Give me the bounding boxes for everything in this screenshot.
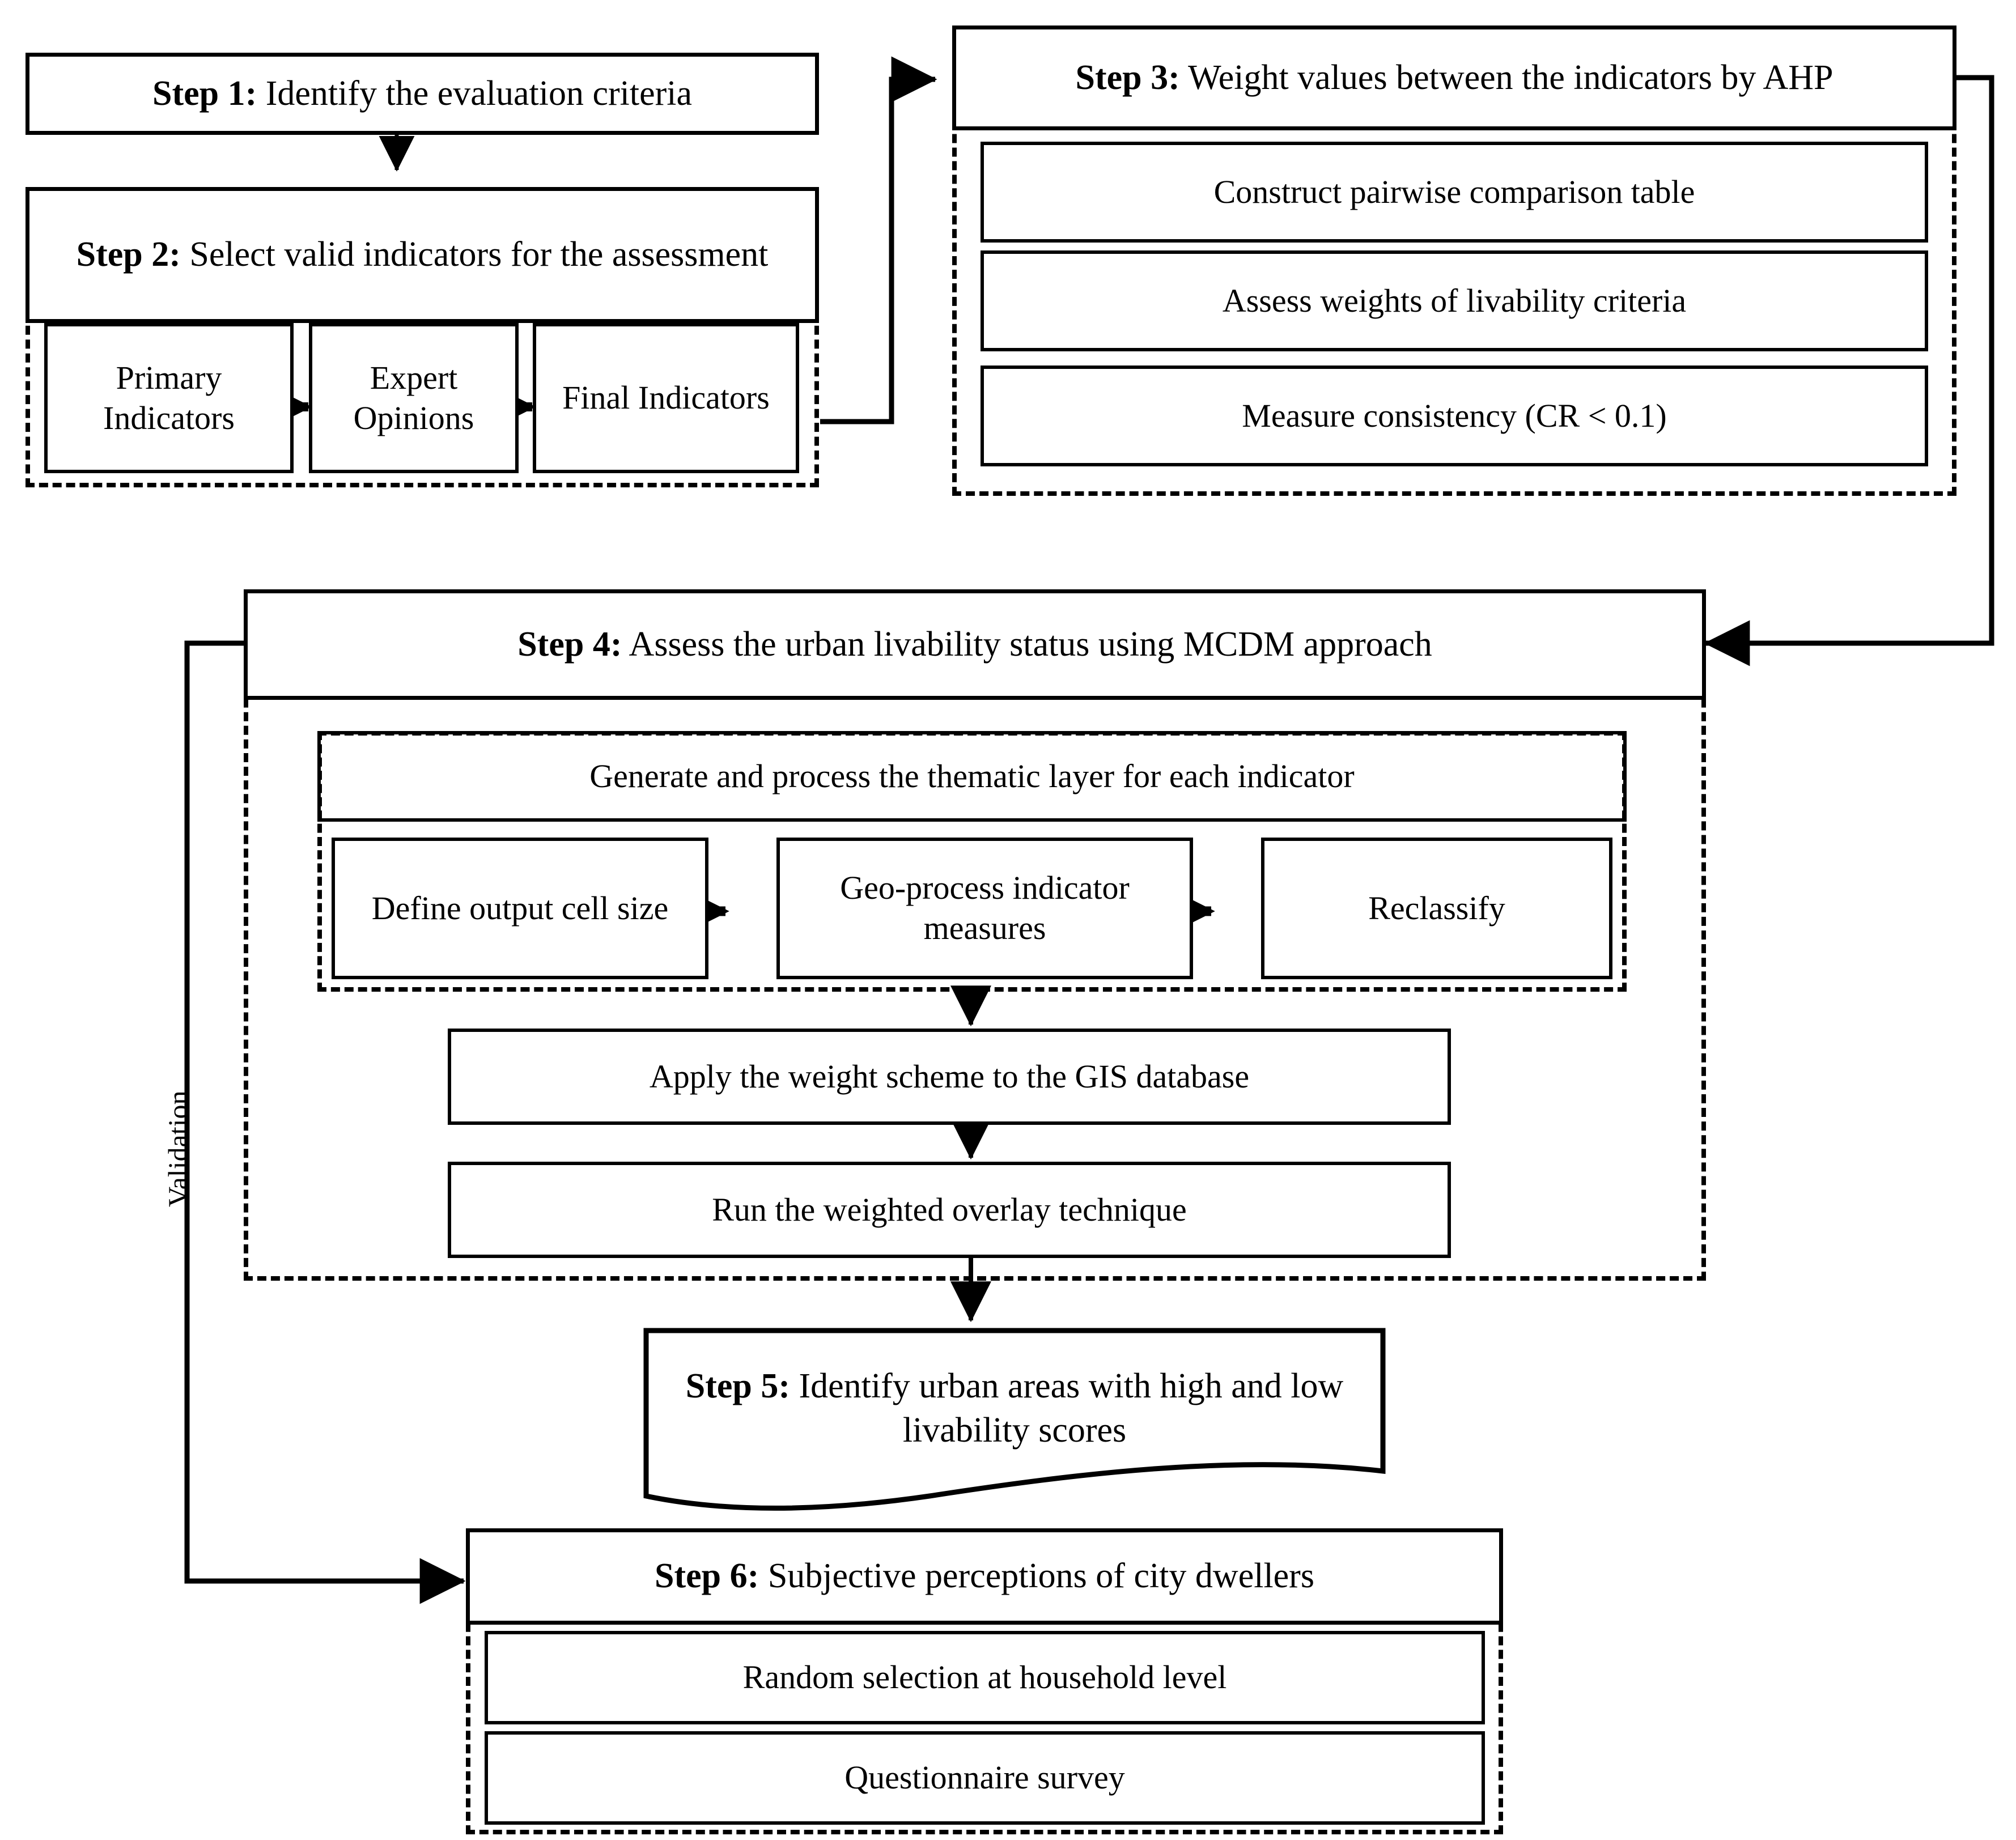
step5-box[interactable]: Step 5: Identify urban areas with high a… xyxy=(646,1331,1383,1501)
step6-child-questionnaire-survey[interactable]: Questionnaire survey xyxy=(485,1731,1485,1825)
step1-label: Step 1: Identify the evaluation criteria xyxy=(152,74,693,113)
step4-child-generate-thematic-layer-label: Generate and process the thematic layer … xyxy=(589,757,1355,794)
step4-subgroup-dashed xyxy=(317,731,1627,992)
step4-child-run-weighted-overlay[interactable]: Run the weighted overlay technique xyxy=(448,1162,1451,1258)
step4-child-reclassify[interactable]: Reclassify xyxy=(1261,838,1612,979)
step6-box[interactable]: Step 6: Subjective perceptions of city d… xyxy=(466,1528,1503,1625)
step4-child-run-weighted-overlay-label: Run the weighted overlay technique xyxy=(712,1191,1187,1228)
step3-box[interactable]: Step 3: Weight values between the indica… xyxy=(952,26,1956,130)
validation-label: Validation xyxy=(162,1090,194,1207)
step4-child-generate-thematic-layer[interactable]: Generate and process the thematic layer … xyxy=(317,731,1627,822)
step3-label: Step 3: Weight values between the indica… xyxy=(1075,58,1834,97)
step3-child-assess-weights-label: Assess weights of livability criteria xyxy=(1222,282,1687,319)
step4-child-apply-weight-scheme-label: Apply the weight scheme to the GIS datab… xyxy=(649,1057,1250,1095)
step4-child-reclassify-label: Reclassify xyxy=(1368,889,1505,927)
step2-child-expert-opinions-label: Expert Opinions xyxy=(353,359,474,436)
step6-child-random-selection[interactable]: Random selection at household level xyxy=(485,1631,1485,1724)
connector-step2-to-step3 xyxy=(820,56,937,424)
step3-child-assess-weights[interactable]: Assess weights of livability criteria xyxy=(981,250,1928,351)
step4-label: Step 4: Assess the urban livability stat… xyxy=(517,624,1432,664)
step3-child-pairwise-table[interactable]: Construct pairwise comparison table xyxy=(981,142,1928,243)
step6-label: Step 6: Subjective perceptions of city d… xyxy=(655,1557,1314,1596)
step4-child-apply-weight-scheme[interactable]: Apply the weight scheme to the GIS datab… xyxy=(448,1029,1451,1125)
step2-box[interactable]: Step 2: Select valid indicators for the … xyxy=(26,187,819,323)
step2-child-primary-indicators-label: Primary Indicators xyxy=(103,359,235,436)
step3-child-measure-consistency[interactable]: Measure consistency (CR < 0.1) xyxy=(981,366,1928,466)
step3-child-measure-consistency-label: Measure consistency (CR < 0.1) xyxy=(1242,397,1667,434)
step4-box[interactable]: Step 4: Assess the urban livability stat… xyxy=(244,589,1706,700)
step6-child-questionnaire-survey-label: Questionnaire survey xyxy=(844,1759,1125,1796)
step6-child-random-selection-label: Random selection at household level xyxy=(742,1659,1227,1696)
step4-child-geoprocess-indicator-measures-label: Geo-process indicator measures xyxy=(840,869,1130,946)
step2-child-final-indicators-label: Final Indicators xyxy=(562,379,770,417)
step4-child-define-cell-size[interactable]: Define output cell size xyxy=(332,838,708,979)
step1-box[interactable]: Step 1: Identify the evaluation criteria xyxy=(26,53,819,135)
step5-label: Step 5: Identify urban areas with high a… xyxy=(685,1367,1344,1450)
step4-child-define-cell-size-label: Define output cell size xyxy=(371,889,669,927)
step4-child-geoprocess-indicator-measures[interactable]: Geo-process indicator measures xyxy=(776,838,1193,979)
step2-child-primary-indicators[interactable]: Primary Indicators xyxy=(44,323,294,473)
step2-label: Step 2: Select valid indicators for the … xyxy=(76,235,769,274)
step2-child-expert-opinions[interactable]: Expert Opinions xyxy=(309,323,519,473)
step3-child-pairwise-table-label: Construct pairwise comparison table xyxy=(1213,173,1695,210)
step2-child-final-indicators[interactable]: Final Indicators xyxy=(533,323,799,473)
